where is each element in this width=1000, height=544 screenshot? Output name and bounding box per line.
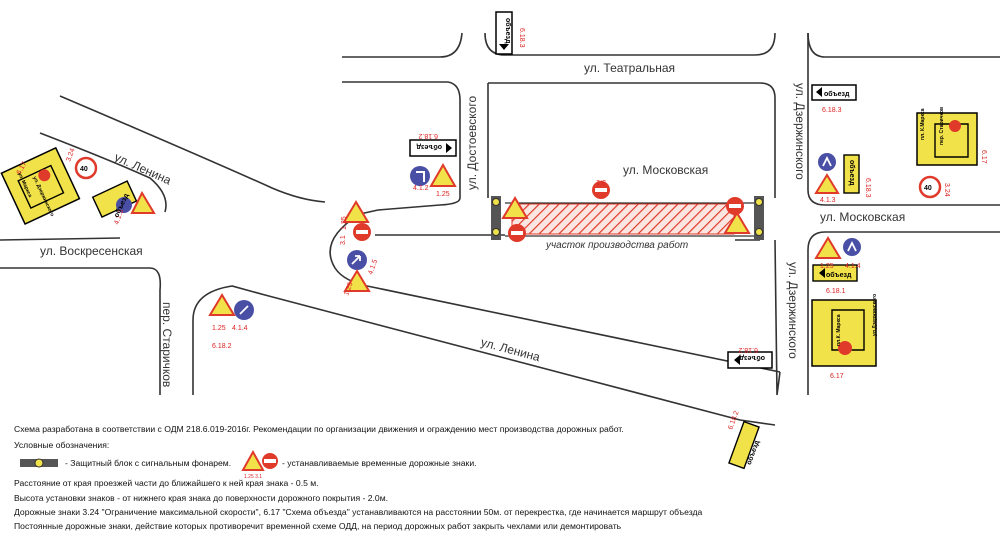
dzerzhinskogo-east-north-curb bbox=[807, 33, 1000, 206]
speed-value-nw: 40 bbox=[80, 166, 88, 173]
detour-text-dost: объезд bbox=[416, 143, 442, 151]
code-4-1-4-sw: 4.1.4 bbox=[232, 325, 248, 332]
street-dzerzhinskogo-north: ул. Дзержинского bbox=[793, 83, 807, 180]
note-line-3: Расстояние от края проезжей части до бли… bbox=[14, 478, 319, 488]
legend-block-symbol bbox=[20, 458, 58, 468]
detour-scheme-ne bbox=[916, 112, 978, 166]
code-1-25-w: 1.25 bbox=[341, 216, 348, 230]
scheme-label-markova-ne: пл. К.Маркса bbox=[920, 108, 926, 140]
street-moskovskaya-center: ул. Московская bbox=[623, 163, 709, 177]
street-dzerzhinskogo-south: ул. Дзержинского bbox=[786, 262, 800, 359]
code-3-1-w: 3.1 bbox=[340, 235, 347, 245]
code-4-1-2: 4.1.2 bbox=[413, 185, 429, 192]
code-6-18-3-ne2: 6.18.3 bbox=[864, 178, 871, 198]
detour-sign-e bbox=[812, 264, 858, 282]
no-entry-sign-mid bbox=[592, 181, 610, 199]
detour-sign-bottom bbox=[728, 420, 760, 470]
code-4-1-3-nw: 4.1.3 bbox=[113, 209, 125, 226]
detour-scheme-se bbox=[811, 299, 877, 367]
speed-limit-ne bbox=[918, 175, 942, 199]
lenina-nw-north-curb bbox=[59, 95, 326, 203]
detour-text-ne2: объезд bbox=[848, 160, 856, 186]
detour-sign-ne bbox=[811, 84, 857, 101]
note-line-4: Высота установки знаков - от нижнего кра… bbox=[14, 493, 388, 503]
voskresenskaya-north-curb bbox=[0, 267, 162, 395]
detour-scheme-nw bbox=[0, 146, 81, 225]
teatralnaya-north-west-curb bbox=[342, 32, 463, 58]
code-1-25-dost: 1.25 bbox=[436, 191, 450, 198]
lenina-nw-south-curb bbox=[39, 132, 167, 213]
street-voskresenskaya: ул. Воскресенская bbox=[40, 244, 143, 258]
note-line-2: Условные обозначения: bbox=[14, 440, 110, 450]
code-6-18-1-e: 6.18.1 bbox=[826, 288, 846, 295]
speed-value-ne: 40 bbox=[924, 185, 932, 192]
note-line-6: Постоянные дорожные знаки, действие кото… bbox=[14, 521, 622, 531]
teatralnaya-north-east-curb bbox=[807, 32, 1000, 58]
detour-sign-dostoevskogo bbox=[409, 139, 457, 157]
work-zone-hatch bbox=[511, 203, 735, 235]
scheme-label-markova-se: пл.К. Маркса bbox=[836, 314, 842, 346]
code-6-17-se: 6.17 bbox=[830, 373, 844, 380]
dzerzhinskogo-east-south-curb bbox=[807, 231, 1000, 395]
street-moskovskaya-east: ул. Московская bbox=[820, 210, 906, 224]
scheme-label-dzerzh-se: ул.Дзержинского bbox=[872, 294, 878, 336]
code-6-17-ne: 6.17 bbox=[980, 150, 987, 164]
street-dostoevskogo: ул. Достоевского bbox=[465, 95, 479, 190]
code-1-25-lobe: 1.25 bbox=[343, 281, 354, 296]
roadworks-sign-e bbox=[814, 236, 861, 259]
detour-text-e: объезд bbox=[826, 271, 852, 279]
dzerzhinskogo-west-south-curb bbox=[774, 239, 781, 396]
code-6-18-3-ne: 6.18.3 bbox=[822, 107, 842, 114]
code-6-18-2-se: 6.18.2 bbox=[738, 346, 758, 353]
roadworks-lobe-blue bbox=[343, 250, 371, 292]
road-curbs bbox=[0, 32, 1000, 426]
roadworks-triangle-dostoevskogo bbox=[429, 162, 457, 187]
detour-text-se: объезд bbox=[739, 354, 765, 362]
code-3-24-ne: 3.24 bbox=[943, 183, 950, 197]
code-4-1-3-ne: 4.1.3 bbox=[820, 197, 836, 204]
roadworks-sign-nw bbox=[116, 190, 156, 214]
turn-left-sign-dostoevskogo bbox=[410, 166, 430, 186]
detour-vertical-ne bbox=[843, 154, 860, 194]
detour-text-top: объезд bbox=[504, 18, 512, 44]
roadworks-sign-sw bbox=[208, 293, 254, 320]
legend-signs-text: - устанавливаемые временные дорожные зна… bbox=[282, 458, 477, 468]
code-4-1-5: 4.1.5 bbox=[367, 259, 379, 276]
code-3-24-nw: 3.24 bbox=[65, 147, 76, 162]
roadworks-sign-ne bbox=[814, 173, 840, 194]
code-6-18-2-sw: 6.18.2 bbox=[212, 343, 232, 350]
dostoevskogo-west-curb bbox=[342, 81, 461, 211]
roadworks-triangle-west-lobe bbox=[342, 200, 371, 241]
voskresenskaya-upper-curb bbox=[0, 237, 121, 241]
protective-block-east bbox=[754, 196, 764, 240]
roadworks-sign-west-block bbox=[501, 196, 529, 242]
legend-sign-symbol bbox=[241, 449, 278, 471]
scheme-label-starichkov-ne: пер. Старичков bbox=[939, 107, 945, 145]
legend-block-text: - Защитный блок с сигнальным фонарем. bbox=[65, 458, 232, 468]
roadworks-sign-east-block bbox=[723, 197, 751, 234]
detour-sign-top bbox=[495, 11, 513, 55]
street-starichkov: пер. Старичков bbox=[160, 302, 174, 388]
protective-block-west bbox=[491, 196, 501, 240]
code-3-1-mid: 3.1 bbox=[596, 178, 606, 185]
note-line-1: Схема разработана в соответствии с ОДМ 2… bbox=[14, 424, 624, 434]
note-line-5: Дорожные знаки 3.24 "Ограничение максима… bbox=[14, 507, 703, 517]
detour-sign-se bbox=[727, 351, 773, 369]
north-stub-curb bbox=[484, 32, 776, 56]
code-6-18-3-top: 6.18.3 bbox=[518, 28, 525, 48]
code-1-25-sw: 1.25 bbox=[212, 325, 226, 332]
code-1-25-e: 1.25 bbox=[820, 263, 834, 270]
direction-sign-ne bbox=[818, 153, 836, 171]
lenina-south-curb bbox=[192, 285, 776, 426]
street-teatralnaya: ул. Театральная bbox=[584, 61, 676, 75]
central-block-top bbox=[488, 82, 776, 198]
legend-sign-codes: 1.25 3.1 bbox=[244, 474, 262, 480]
detour-text-ne: объезд bbox=[824, 90, 850, 98]
speed-limit-nw bbox=[74, 156, 98, 180]
code-4-1-4-e: 4.1.4 bbox=[845, 263, 861, 270]
code-6-18-2-dost: 6.18.2 bbox=[418, 132, 438, 139]
work-zone-label: участок производства работ bbox=[546, 240, 689, 251]
